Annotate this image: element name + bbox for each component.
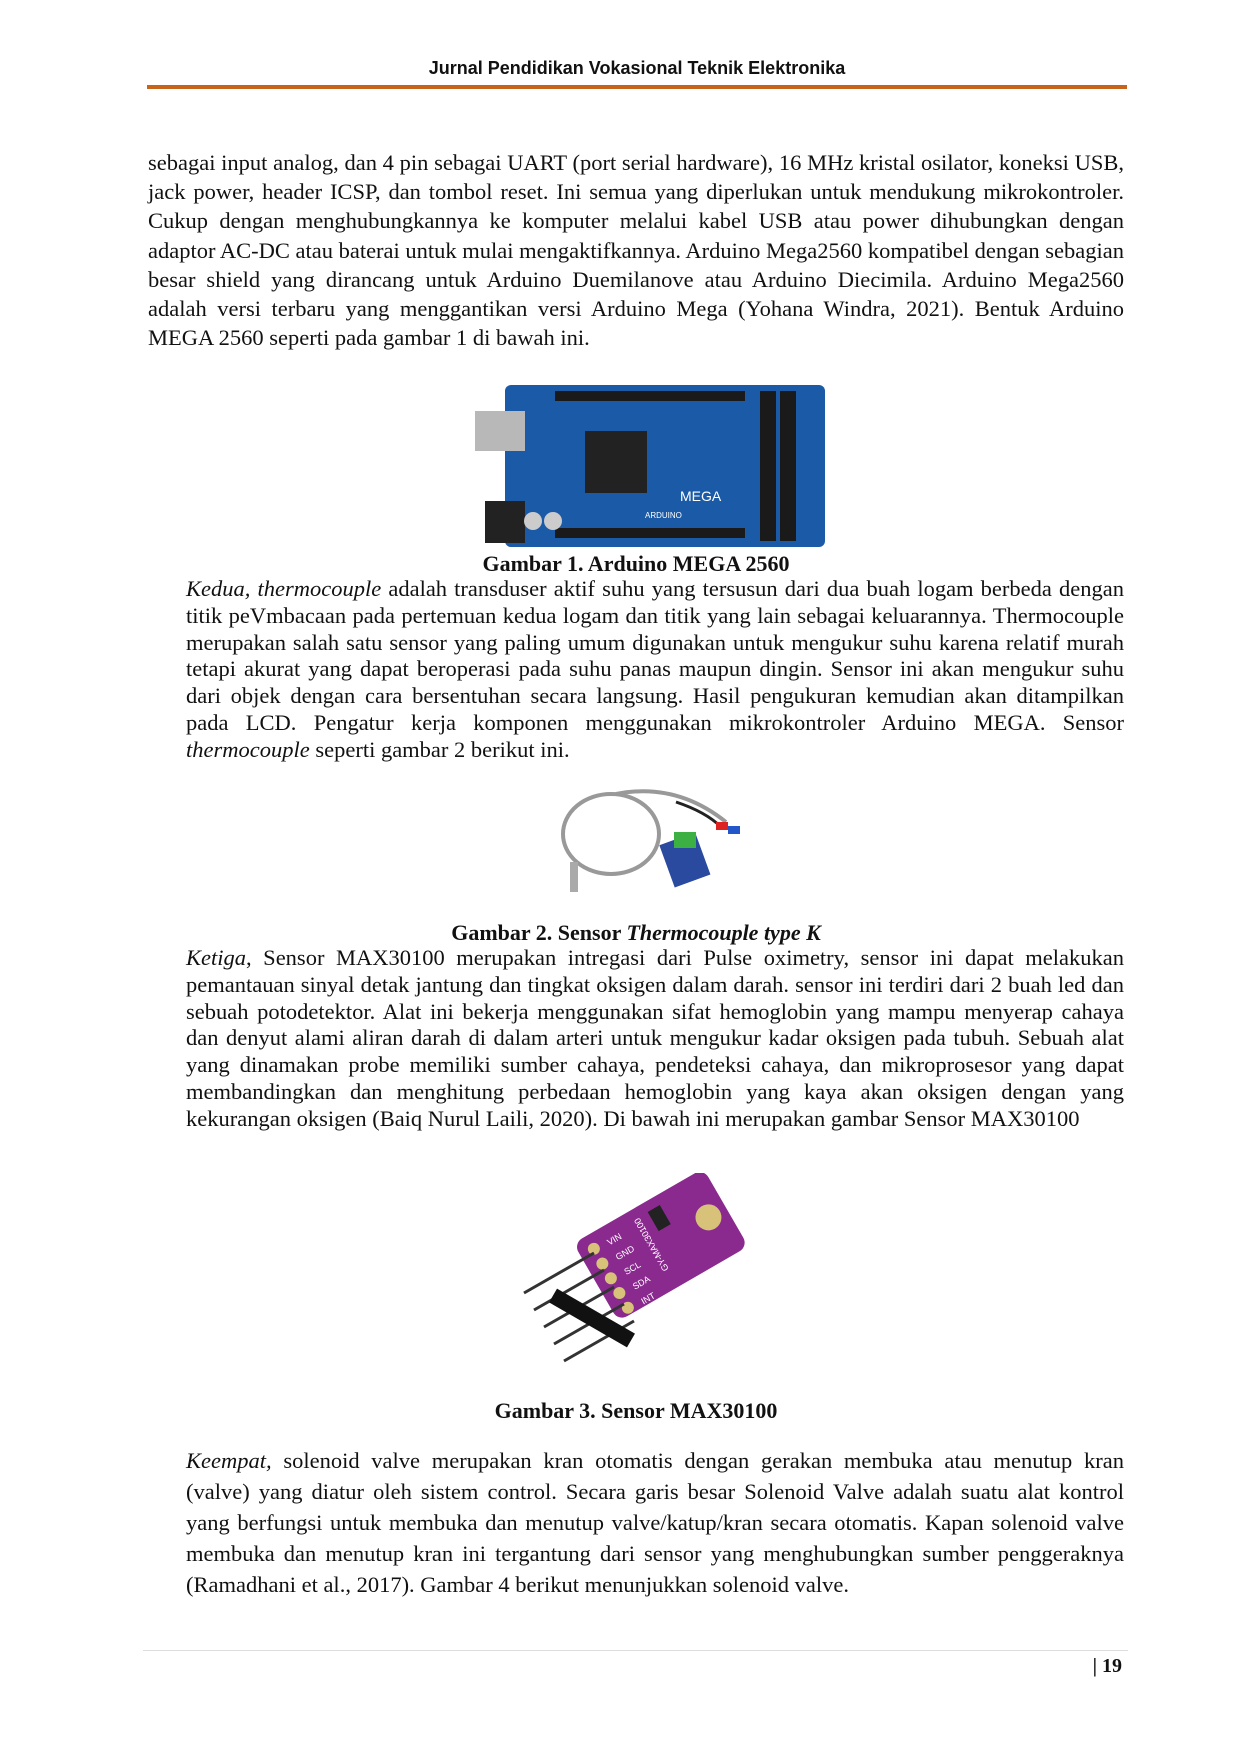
figure3-caption: Gambar 3. Sensor MAX30100 [494, 1398, 778, 1423]
paragraph-thermocouple: Kedua, thermocouple adalah transduser ak… [148, 576, 1124, 764]
paragraph-arduino: sebagai input analog, dan 4 pin sebagai … [148, 150, 1124, 351]
figure1-caption: Gambar 1. Arduino MEGA 2560 [482, 551, 790, 576]
lead-italic: Ketiga [186, 945, 246, 970]
header-rule [147, 85, 1127, 89]
svg-text:MEGA: MEGA [680, 488, 722, 504]
lead-italic: Keempat, [186, 1448, 272, 1473]
usb-port-icon [475, 411, 525, 451]
figure-max30100: VIN GND SCL SDA INT GY-MAX30100 [523, 1173, 745, 1363]
journal-header: Jurnal Pendidikan Vokasional Teknik Elek… [428, 58, 846, 78]
page-number: | 19 [1092, 1655, 1122, 1677]
italic-term: thermocouple [186, 736, 310, 762]
figure2-caption: Gambar 2. Sensor Thermocouple type K [451, 920, 821, 945]
lead-italic: Kedua, thermocouple [186, 576, 382, 601]
paragraph-text: , Sensor MAX30100 merupakan intregasi da… [186, 945, 1124, 1131]
figure-arduino-mega: MEGA ARDUINO [475, 385, 825, 547]
power-jack-icon [485, 501, 525, 543]
paragraph-max30100: Ketiga, Sensor MAX30100 merupakan intreg… [148, 945, 1124, 1133]
paragraph-text: adalah transduser aktif suhu yang tersus… [186, 576, 1124, 735]
chip-icon [585, 431, 647, 493]
paragraph-text: solenoid valve merupakan kran otomatis d… [186, 1448, 1124, 1597]
paragraph-solenoid: Keempat, solenoid valve merupakan kran o… [148, 1445, 1124, 1600]
figure-thermocouple [561, 789, 740, 892]
footer-rule [143, 1650, 1128, 1651]
svg-text:ARDUINO: ARDUINO [645, 511, 682, 520]
paragraph-tail: seperti gambar 2 berikut ini. [309, 736, 570, 762]
